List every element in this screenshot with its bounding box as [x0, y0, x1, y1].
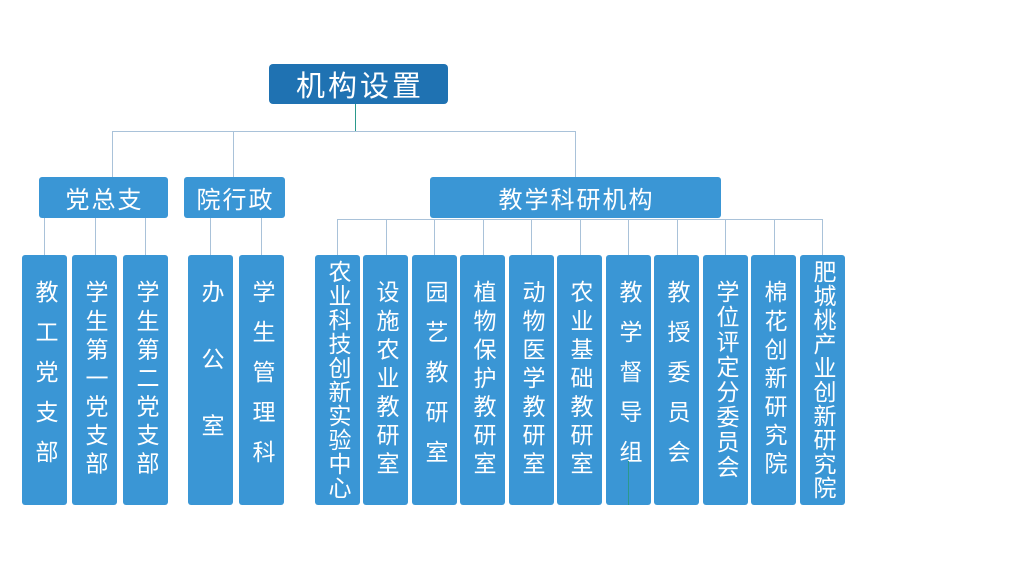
connector-line — [628, 219, 629, 255]
org-leaf-node: 办公室 — [188, 255, 233, 505]
connector-line-root-drop — [355, 104, 356, 132]
connector-line — [822, 219, 823, 255]
org-leaf-node: 棉花创新研究院 — [751, 255, 796, 505]
org-leaf-node: 学生第二党支部 — [123, 255, 168, 505]
org-root-node: 机构设置 — [269, 64, 448, 104]
org-leaf-node: 农业基础教研室 — [557, 255, 602, 505]
connector-line — [210, 218, 211, 255]
org-leaf-node: 学生管理科 — [239, 255, 284, 505]
org-branch-label: 院行政 — [196, 187, 275, 214]
connector-line — [531, 219, 532, 255]
org-leaf-label: 设施农业教研室 — [373, 280, 399, 480]
org-branch-node: 院行政 — [184, 177, 285, 218]
connector-line — [774, 219, 775, 255]
org-leaf-label: 学生管理科 — [249, 280, 275, 480]
connector-line — [434, 219, 435, 255]
org-leaf-label: 教学督导组 — [616, 280, 642, 480]
org-root-label: 机构设置 — [295, 71, 424, 103]
org-leaf-label: 农业基础教研室 — [567, 280, 593, 480]
org-leaf-label: 学生第一党支部 — [82, 280, 108, 480]
org-leaf-label: 园艺教研室 — [422, 280, 448, 480]
connector-line-artifact — [628, 461, 629, 505]
connector-line — [725, 219, 726, 255]
org-leaf-label: 学位评定分委员会 — [713, 280, 739, 480]
org-leaf-label: 学生第二党支部 — [133, 280, 159, 480]
org-leaf-label: 教授委员会 — [664, 280, 690, 480]
org-branch-label: 教学科研机构 — [498, 187, 655, 214]
org-leaf-node: 动物医学教研室 — [509, 255, 554, 505]
connector-line — [386, 219, 387, 255]
connector-line — [112, 131, 113, 177]
org-leaf-label: 植物保护教研室 — [470, 280, 496, 480]
org-leaf-node: 设施农业教研室 — [363, 255, 408, 505]
connector-line — [145, 218, 146, 255]
connector-line — [44, 218, 45, 255]
org-leaf-node: 学位评定分委员会 — [703, 255, 748, 505]
connector-line — [95, 218, 96, 255]
org-leaf-node: 农业科技创新实验中心 — [315, 255, 360, 505]
org-leaf-label: 动物医学教研室 — [519, 280, 545, 480]
org-branch-node: 党总支 — [39, 177, 168, 218]
org-leaf-label: 棉花创新研究院 — [761, 280, 787, 480]
org-branch-label: 党总支 — [65, 187, 144, 214]
org-leaf-node: 教授委员会 — [654, 255, 699, 505]
connector-line — [483, 219, 484, 255]
org-leaf-label: 办公室 — [198, 280, 224, 480]
org-leaf-label: 农业科技创新实验中心 — [325, 260, 351, 500]
org-leaf-node: 植物保护教研室 — [460, 255, 505, 505]
connector-line — [261, 218, 262, 255]
org-leaf-node: 园艺教研室 — [412, 255, 457, 505]
connector-line — [337, 219, 338, 255]
connector-line-level1-bus — [112, 131, 576, 132]
org-leaf-node: 学生第一党支部 — [72, 255, 117, 505]
connector-line — [580, 219, 581, 255]
connector-line — [677, 219, 678, 255]
connector-line — [233, 131, 234, 177]
org-branch-node: 教学科研机构 — [430, 177, 721, 218]
org-leaf-node: 肥城桃产业创新研究院 — [800, 255, 845, 505]
org-leaf-node: 教工党支部 — [22, 255, 67, 505]
org-leaf-label: 教工党支部 — [32, 280, 58, 480]
connector-line — [575, 131, 576, 177]
org-leaf-label: 肥城桃产业创新研究院 — [810, 260, 836, 500]
